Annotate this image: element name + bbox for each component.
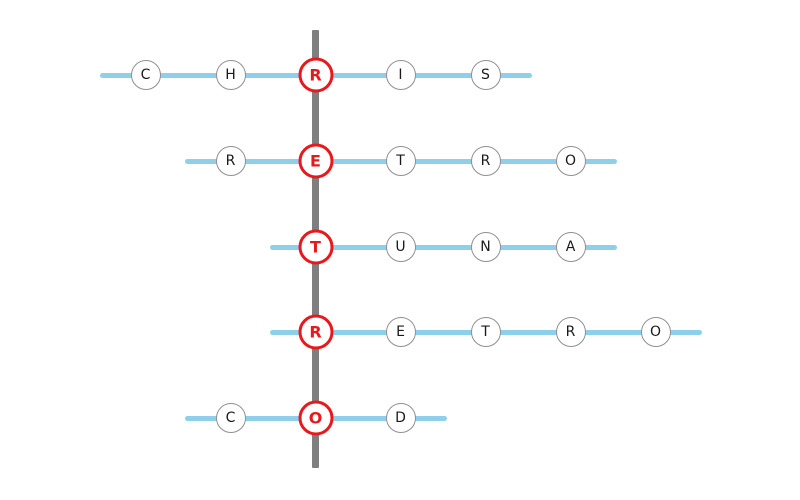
letter-cell: R xyxy=(470,146,501,176)
letter-cell: C xyxy=(130,60,161,90)
intersection-letter-cell: T xyxy=(298,229,333,265)
intersection-letter-cell: R xyxy=(298,314,333,350)
letter-cell: R xyxy=(215,146,246,176)
letter-cell: D xyxy=(385,403,416,433)
letter-cell: N xyxy=(470,232,501,262)
letter-cell: O xyxy=(555,146,586,176)
intersection-letter-cell: E xyxy=(298,143,333,179)
letter-cell: O xyxy=(640,317,671,347)
letter-cell: E xyxy=(385,317,416,347)
letter-cell: S xyxy=(470,60,501,90)
letter-cell: T xyxy=(385,146,416,176)
intersection-letter-cell: O xyxy=(298,400,333,436)
letter-cell: I xyxy=(385,60,416,90)
letter-cell: H xyxy=(215,60,246,90)
letter-cell: C xyxy=(215,403,246,433)
letter-cell: T xyxy=(470,317,501,347)
letter-cell: U xyxy=(385,232,416,262)
word-line xyxy=(269,244,617,250)
letter-cell: A xyxy=(555,232,586,262)
letter-cell: R xyxy=(555,317,586,347)
intersection-letter-cell: R xyxy=(298,57,333,93)
